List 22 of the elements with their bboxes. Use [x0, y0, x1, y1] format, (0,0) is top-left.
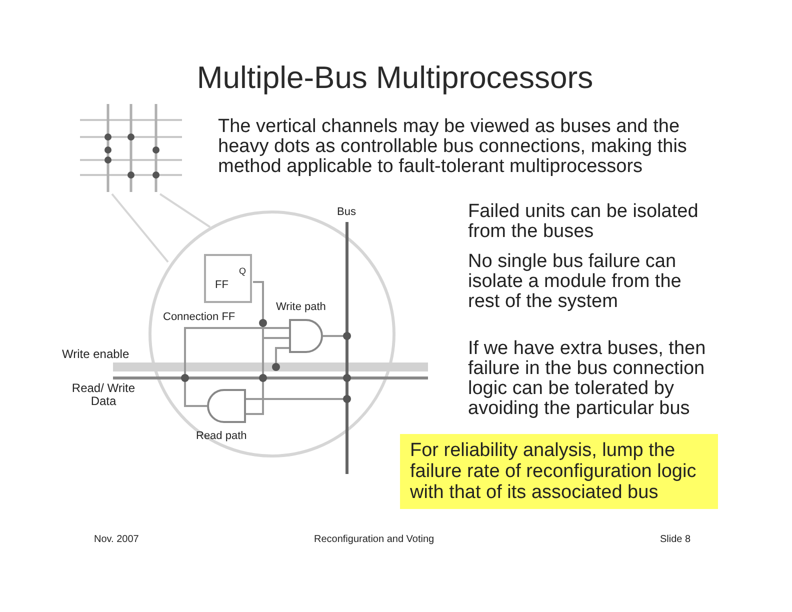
signal-label: Write enable	[62, 348, 130, 361]
note-text: If we have extra buses, then failure in the bus connection logic can be tolerated by avoiding the particular bus	[468, 339, 707, 419]
note-text: For reliability analysis, lump the failure rate of reconfiguration logic with that of its associated bus	[410, 440, 698, 503]
date-text: Nov. 2007	[94, 534, 139, 546]
component-label: Connection FF	[163, 311, 236, 324]
bus-label: Bus	[337, 206, 356, 219]
and-gate	[207, 389, 246, 423]
highlight-box	[400, 434, 718, 509]
paragraph: The vertical channels may be viewed as buses and the heavy dots as controllable bus connections, making this method applicable to fault-tolerant multiprocessors	[218, 117, 688, 177]
component-label: FF	[215, 279, 228, 291]
note-text: No single bus failure can isolate a module from the rest of the system	[468, 252, 682, 312]
note-text: Failed units can be isolated from the buses	[468, 202, 700, 242]
slide-title: Multiple-Bus Multiprocessors	[196, 60, 594, 96]
pin-label: Q	[239, 266, 246, 276]
gate-label: Write path	[276, 301, 326, 314]
slide-number: Slide 8	[660, 534, 691, 546]
footer-title: Reconfiguration and Voting	[314, 534, 434, 546]
signal-label: Read/ Write Data	[70, 382, 136, 408]
flip-flop-box	[204, 254, 252, 303]
gate-label: Read path	[196, 430, 247, 443]
and-gate	[289, 319, 323, 353]
wire	[184, 327, 289, 407]
